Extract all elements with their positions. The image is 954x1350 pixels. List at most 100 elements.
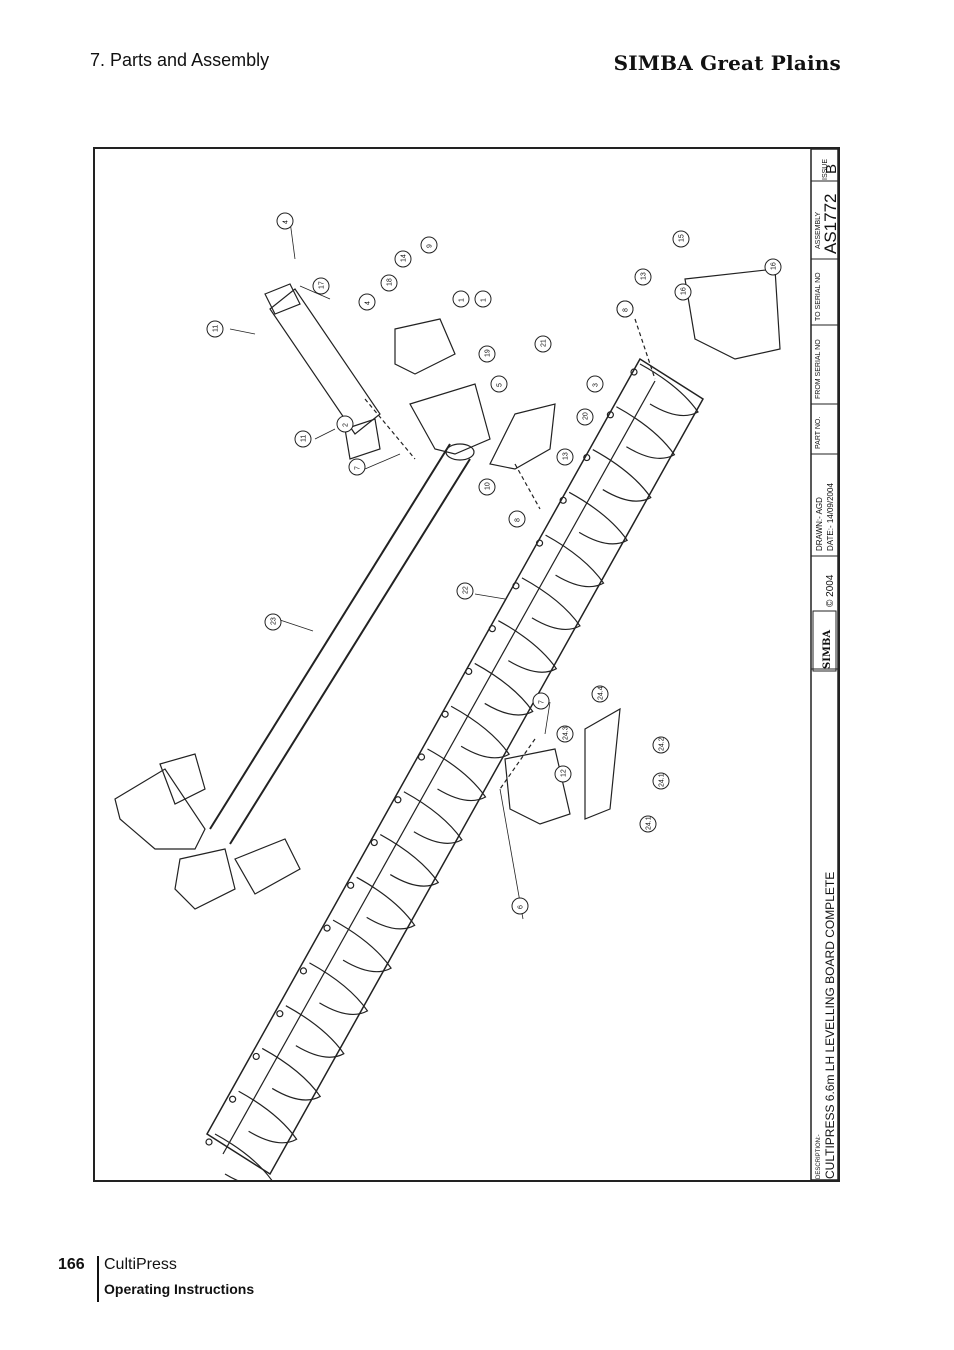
callout-22: 22 <box>456 582 474 600</box>
svg-text:9: 9 <box>427 244 434 248</box>
callout-24.3: 24.3 <box>556 725 574 743</box>
drawn-by: DRAWN:- AGD <box>815 497 824 551</box>
parts-drawing: 4171111274181491119521320131081615161381… <box>93 147 840 1182</box>
callout-4: 4 <box>358 293 376 311</box>
svg-text:5: 5 <box>497 383 504 387</box>
bolt-head <box>417 753 426 761</box>
callout-3: 3 <box>586 375 604 393</box>
callout-18: 18 <box>380 274 398 292</box>
callout-24.1: 24.1 <box>639 815 657 833</box>
callout-8: 8 <box>616 300 634 318</box>
svg-text:11: 11 <box>213 325 220 332</box>
bolt-head <box>606 411 614 419</box>
bolt-head <box>488 625 496 633</box>
callout-6: 6 <box>511 897 529 915</box>
simba-logo: SIMBA <box>822 630 833 669</box>
to-serial-label: TO SERIAL NO <box>815 272 822 321</box>
from-serial-label: FROM SERIAL NO <box>815 339 822 399</box>
board-segment <box>403 791 463 844</box>
bolt-head <box>512 582 520 590</box>
svg-text:24.3: 24.3 <box>563 726 570 740</box>
callout-16: 16 <box>764 258 782 276</box>
board-segment <box>592 449 652 502</box>
product-name: CultiPress <box>104 1256 177 1273</box>
bolt-head <box>370 838 378 847</box>
bolt-head <box>205 1138 213 1146</box>
svg-text:14: 14 <box>401 254 408 262</box>
section-title: 7. Parts and Assembly <box>90 50 270 70</box>
copyright: © 2004 <box>825 574 836 607</box>
svg-text:20: 20 <box>583 412 590 420</box>
part-callouts: 4171111274181491119521320131081615161381… <box>206 212 782 915</box>
svg-text:19: 19 <box>485 349 492 357</box>
svg-text:7: 7 <box>539 700 546 704</box>
description-label: DESCRIPTION:- <box>816 1134 822 1179</box>
callout-24.4: 24.4 <box>591 685 609 703</box>
footer-divider <box>97 1256 99 1302</box>
bolt-head <box>441 710 449 718</box>
bolt-head <box>299 967 308 975</box>
callout-1: 1 <box>474 290 492 308</box>
svg-text:13: 13 <box>563 452 570 460</box>
board-segment <box>379 834 440 887</box>
svg-text:8: 8 <box>623 308 630 312</box>
part-no-label: PART NO. <box>815 417 822 449</box>
issue-label: ISSUE <box>822 159 829 180</box>
callout-1: 1 <box>452 290 470 308</box>
bolt-head <box>276 1010 284 1018</box>
callout-15: 15 <box>672 230 690 248</box>
callout-4: 4 <box>276 212 294 230</box>
board-segment <box>261 1047 322 1101</box>
issue-value: B <box>823 164 838 174</box>
svg-text:21: 21 <box>541 339 548 347</box>
board-segment <box>639 363 699 417</box>
svg-text:1: 1 <box>459 298 466 302</box>
callout-19: 19 <box>478 345 496 363</box>
svg-text:16: 16 <box>681 287 688 295</box>
callout-23: 23 <box>264 613 282 631</box>
callout-24.1: 24.1 <box>652 772 670 790</box>
svg-text:8: 8 <box>515 518 522 522</box>
assembly-number: AS1772 <box>821 194 838 255</box>
callout-20: 20 <box>576 408 594 426</box>
bolt-head <box>229 1095 237 1103</box>
bolt-head <box>630 368 638 376</box>
board-segments <box>205 363 699 1180</box>
callout-9: 9 <box>420 236 438 254</box>
callout-8: 8 <box>508 510 526 528</box>
board-segment <box>238 1090 298 1144</box>
callout-10: 10 <box>478 478 496 496</box>
svg-text:18: 18 <box>387 278 394 286</box>
svg-text:1: 1 <box>481 298 488 302</box>
svg-text:24.2: 24.2 <box>659 737 666 751</box>
assembly-label: ASSEMBLY <box>815 211 822 249</box>
callout-13: 13 <box>556 448 574 466</box>
callout-21: 21 <box>534 335 552 353</box>
svg-text:3: 3 <box>593 383 600 387</box>
svg-text:23: 23 <box>271 617 278 625</box>
svg-text:22: 22 <box>463 586 470 594</box>
svg-text:24.1: 24.1 <box>646 816 653 830</box>
drawing-canvas: 4171111274181491119521320131081615161381… <box>114 149 838 1180</box>
bolt-head <box>347 881 355 889</box>
board-segment <box>474 662 534 716</box>
callout-11: 11 <box>294 430 312 448</box>
callout-7: 7 <box>532 692 550 710</box>
svg-text:24.1: 24.1 <box>659 773 666 787</box>
callout-24.2: 24.2 <box>652 736 670 754</box>
callout-7: 7 <box>348 458 366 476</box>
board-segment <box>545 534 605 588</box>
bolt-head <box>535 539 544 547</box>
bolt-head <box>323 924 331 932</box>
svg-text:6: 6 <box>518 905 525 909</box>
svg-text:12: 12 <box>561 769 568 777</box>
board-segment <box>214 1133 273 1180</box>
page-number: 166 <box>58 1256 85 1273</box>
description: CULTIPRESS 6.6m LH LEVELLING BOARD COMPL… <box>823 872 837 1179</box>
bolt-head <box>465 667 473 676</box>
manual-subtitle: Operating Instructions <box>104 1281 255 1297</box>
bolt-head <box>252 1052 260 1061</box>
bolt-head <box>583 453 591 462</box>
svg-text:10: 10 <box>485 482 492 490</box>
callout-5: 5 <box>490 375 508 393</box>
